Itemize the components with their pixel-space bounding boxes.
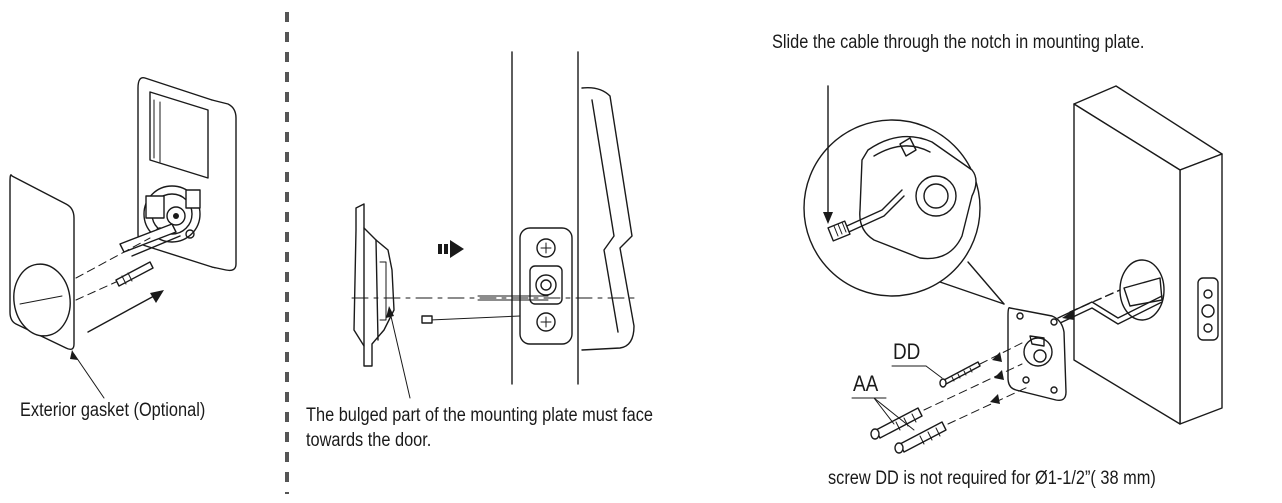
right-panel-drawing [803, 85, 1223, 454]
gasket-leader-line [73, 353, 105, 399]
left-panel-drawing [9, 77, 237, 399]
keypad-assembly [115, 77, 237, 287]
middle-panel-drawing [351, 51, 641, 399]
dd-label-leader [891, 365, 943, 379]
aa-label-leader [851, 397, 915, 431]
escutcheon-profile [581, 86, 635, 351]
exterior-gasket [9, 174, 75, 351]
bulge-caption-line-2: towards the door. [306, 430, 432, 451]
screw-dd-label: DD [893, 339, 921, 364]
mounting-plate-side [353, 203, 395, 367]
bulge-caption-line-1: The bulged part of the mounting plate mu… [306, 405, 653, 426]
screw-aa-lower [894, 421, 947, 454]
insertion-arrow [87, 290, 164, 333]
direction-arrow [438, 240, 464, 258]
mounting-plate-front [1007, 306, 1067, 402]
screw-note-caption: screw DD is not required for Ø1-1/2”( 38… [828, 468, 1156, 489]
bulge-leader-line [389, 311, 411, 399]
screw-aa-label: AA [853, 371, 879, 396]
screw-aa-upper [870, 407, 923, 440]
latch-faceplate [519, 227, 573, 345]
door-block [1073, 85, 1223, 425]
gasket-caption: Exterior gasket (Optional) [20, 400, 206, 421]
detail-magnifier [803, 119, 1005, 305]
screw-dd [939, 361, 981, 388]
cable-instruction-caption: Slide the cable through the notch in mou… [772, 32, 1145, 53]
